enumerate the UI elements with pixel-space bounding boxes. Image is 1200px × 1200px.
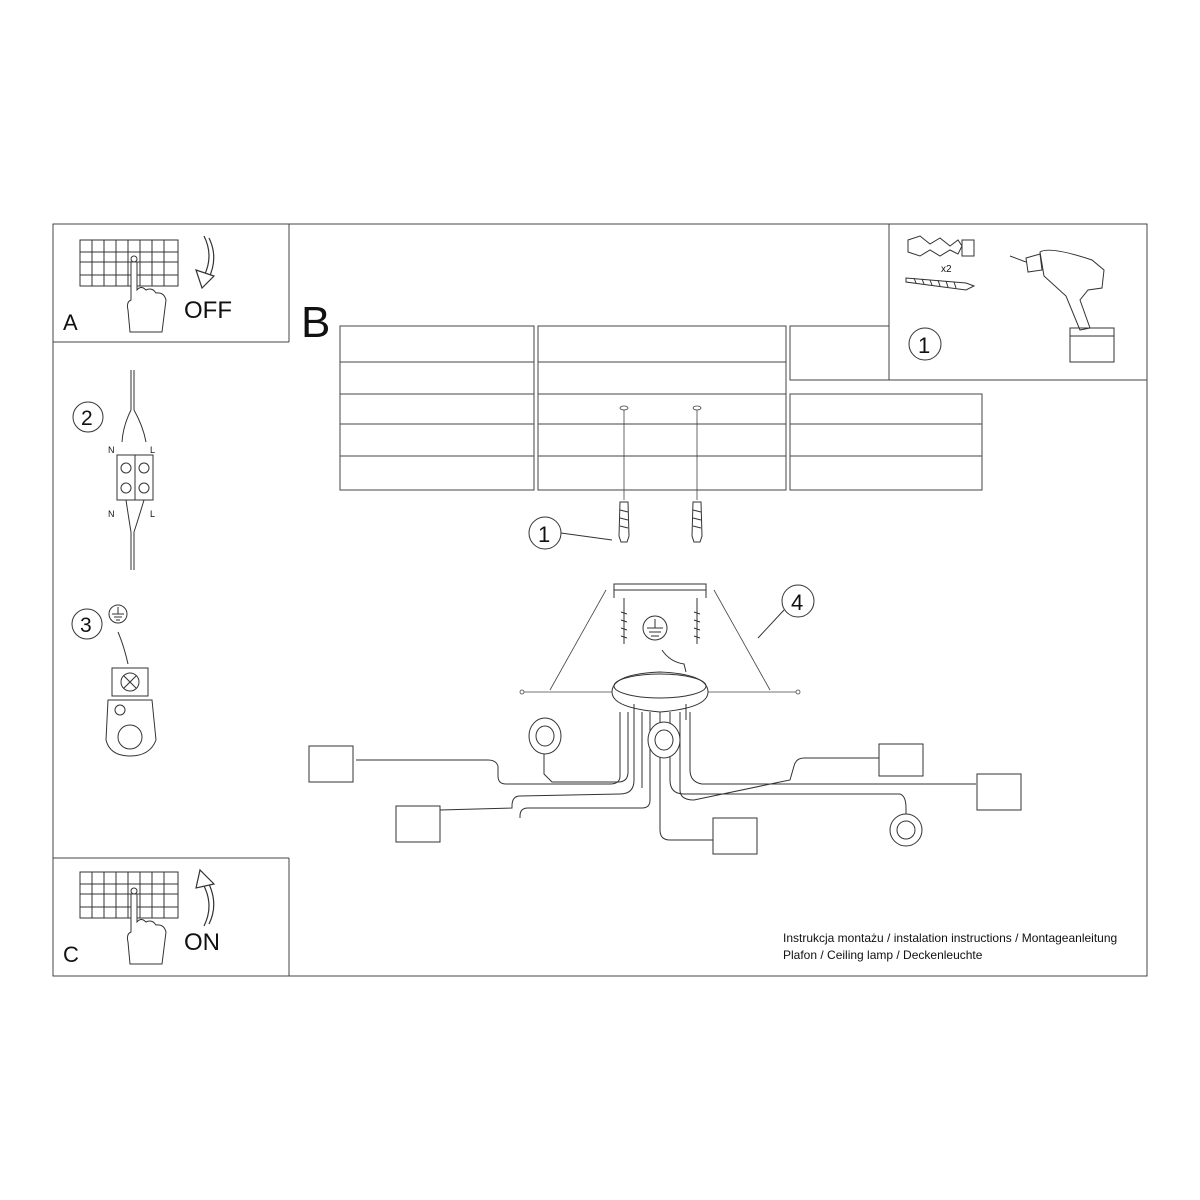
l-bottom-label: L (150, 509, 155, 519)
ceiling-boards (339, 325, 983, 491)
drill-icon (1009, 249, 1115, 363)
caption-line-1: Instrukcja montażu / instalation instruc… (783, 931, 1118, 945)
off-label: OFF (184, 297, 232, 324)
step-2-number: 2 (81, 407, 93, 430)
on-label: ON (184, 929, 220, 956)
l-top-label: L (150, 445, 155, 455)
breaker-panel-icon (79, 239, 179, 287)
step-2-circle (72, 401, 104, 433)
outer-frame (52, 223, 1148, 977)
ground-symbol-icon-b (642, 615, 687, 673)
mount-step-number: 4 (791, 590, 803, 615)
hand-pointer-icon-c (126, 893, 167, 965)
ground-symbol-icon (108, 604, 128, 624)
tools-step-number: 1 (918, 333, 930, 358)
n-top-label: N (108, 445, 115, 455)
panel-a-letter: A (63, 310, 78, 335)
n-bottom-label: N (108, 509, 115, 519)
ground-clamp-icon (105, 631, 157, 757)
curved-arrow-icon (195, 235, 216, 290)
fastener-step-number: 1 (538, 522, 550, 547)
hand-pointer-icon (126, 261, 167, 333)
curved-arrow-icon-c (195, 868, 216, 927)
tools-step-circle (908, 327, 942, 361)
wall-plug-icon (907, 235, 975, 257)
instruction-caption: Instrukcja montażu / instalation instruc… (783, 930, 1117, 964)
panel-b-letter: B (301, 298, 330, 347)
screw-icon-b (620, 598, 701, 644)
mounting-bracket (613, 583, 707, 598)
wall-plug-icon-b (618, 501, 703, 543)
screw-icon (905, 277, 976, 291)
step-3-circle (71, 608, 103, 640)
caption-line-2: Plafon / Ceiling lamp / Deckenleuchte (783, 948, 983, 962)
ceiling-lamp-icon (308, 671, 1022, 855)
step-3-number: 3 (80, 614, 92, 637)
panel-c-letter: C (63, 942, 79, 967)
breaker-panel-icon-c (79, 871, 179, 919)
mount-step-circle (781, 584, 815, 618)
quantity-label: x2 (941, 264, 952, 275)
terminal-block-icon (116, 370, 154, 570)
